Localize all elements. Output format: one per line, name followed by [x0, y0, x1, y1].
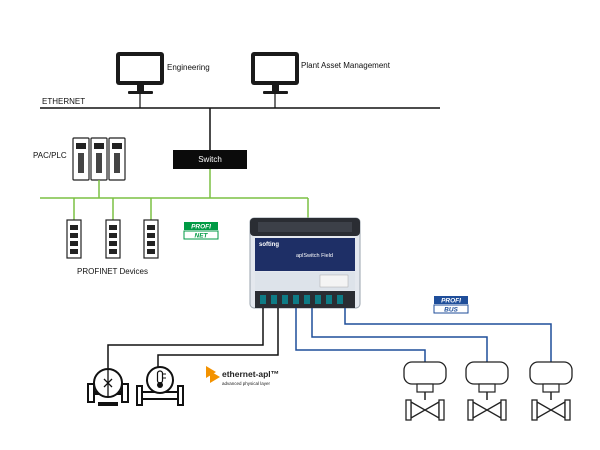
profinet-logo-bottom: NET — [195, 233, 209, 240]
profinet-logo: PROFI NET — [183, 222, 219, 240]
aplswitch-field-device: softing aplSwitch Field — [249, 217, 361, 309]
control-valve-1-icon — [403, 361, 447, 421]
ethernet-apl-title: ethernet-apl™ — [222, 369, 279, 379]
ethernet-apl-logo: ethernet-apl™ advanced physical layer — [206, 366, 279, 386]
pac-plc-icon — [72, 137, 126, 181]
profibus-line-to-valve-3 — [344, 308, 552, 362]
ethernet-apl-subtitle: advanced physical layer — [222, 381, 271, 386]
profinet-device-1-icon — [66, 219, 82, 259]
engineering-label: Engineering — [167, 63, 210, 72]
profinet-device-2-icon — [105, 219, 121, 259]
profinet-device-3-icon — [143, 219, 159, 259]
control-valve-3-icon — [529, 361, 573, 421]
profibus-logo-top: PROFI — [441, 298, 461, 305]
temperature-sensor-icon — [136, 366, 184, 406]
plant-asset-management-label: Plant Asset Management — [301, 61, 390, 70]
monitor-asset-management-icon — [251, 52, 299, 94]
profibus-line-to-valve-1 — [295, 308, 426, 362]
monitor-engineering-icon — [116, 52, 164, 94]
apl-line-to-temp-sensor — [157, 308, 279, 368]
profibus-logo-bottom: BUS — [444, 307, 458, 314]
profibus-logo: PROFI BUS — [433, 296, 469, 314]
profibus-line-to-valve-2 — [311, 308, 488, 362]
aplswitch-brand: softing — [259, 242, 279, 248]
pac-plc-label: PAC/PLC — [33, 151, 67, 160]
profinet-devices-label: PROFINET Devices — [77, 267, 148, 276]
profinet-logo-top: PROFI — [191, 224, 211, 231]
flowmeter-icon — [87, 368, 129, 406]
aplswitch-name: aplSwitch Field — [296, 253, 333, 259]
switch-box: Switch — [173, 150, 247, 169]
apl-line-to-flowmeter — [107, 308, 264, 368]
control-valve-2-icon — [465, 361, 509, 421]
ethernet-label: ETHERNET — [42, 97, 86, 106]
